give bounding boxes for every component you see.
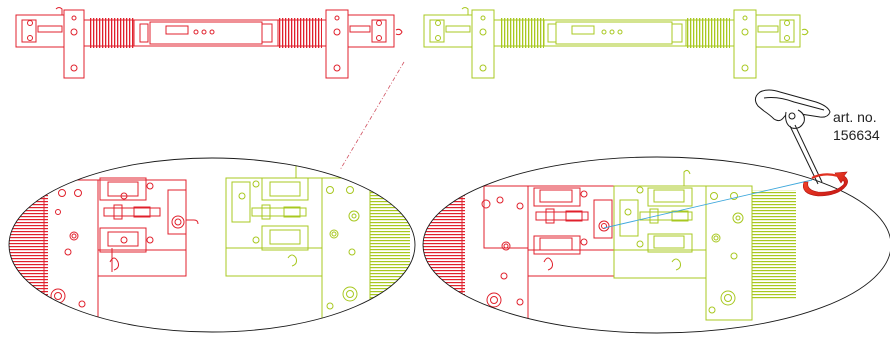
t-handle-hex-key-icon [754,89,831,185]
detail-view-joined [422,156,890,334]
article-label: art. no. [833,109,877,125]
fixture-green-overview [423,7,809,79]
fixture-red-overview [15,7,403,79]
detail-leader-line [339,61,405,171]
article-number: 156634 [833,127,880,143]
screw-axis-line [603,179,813,229]
rotation-arrow-icon [803,171,848,197]
detail-view-separated [8,157,416,333]
